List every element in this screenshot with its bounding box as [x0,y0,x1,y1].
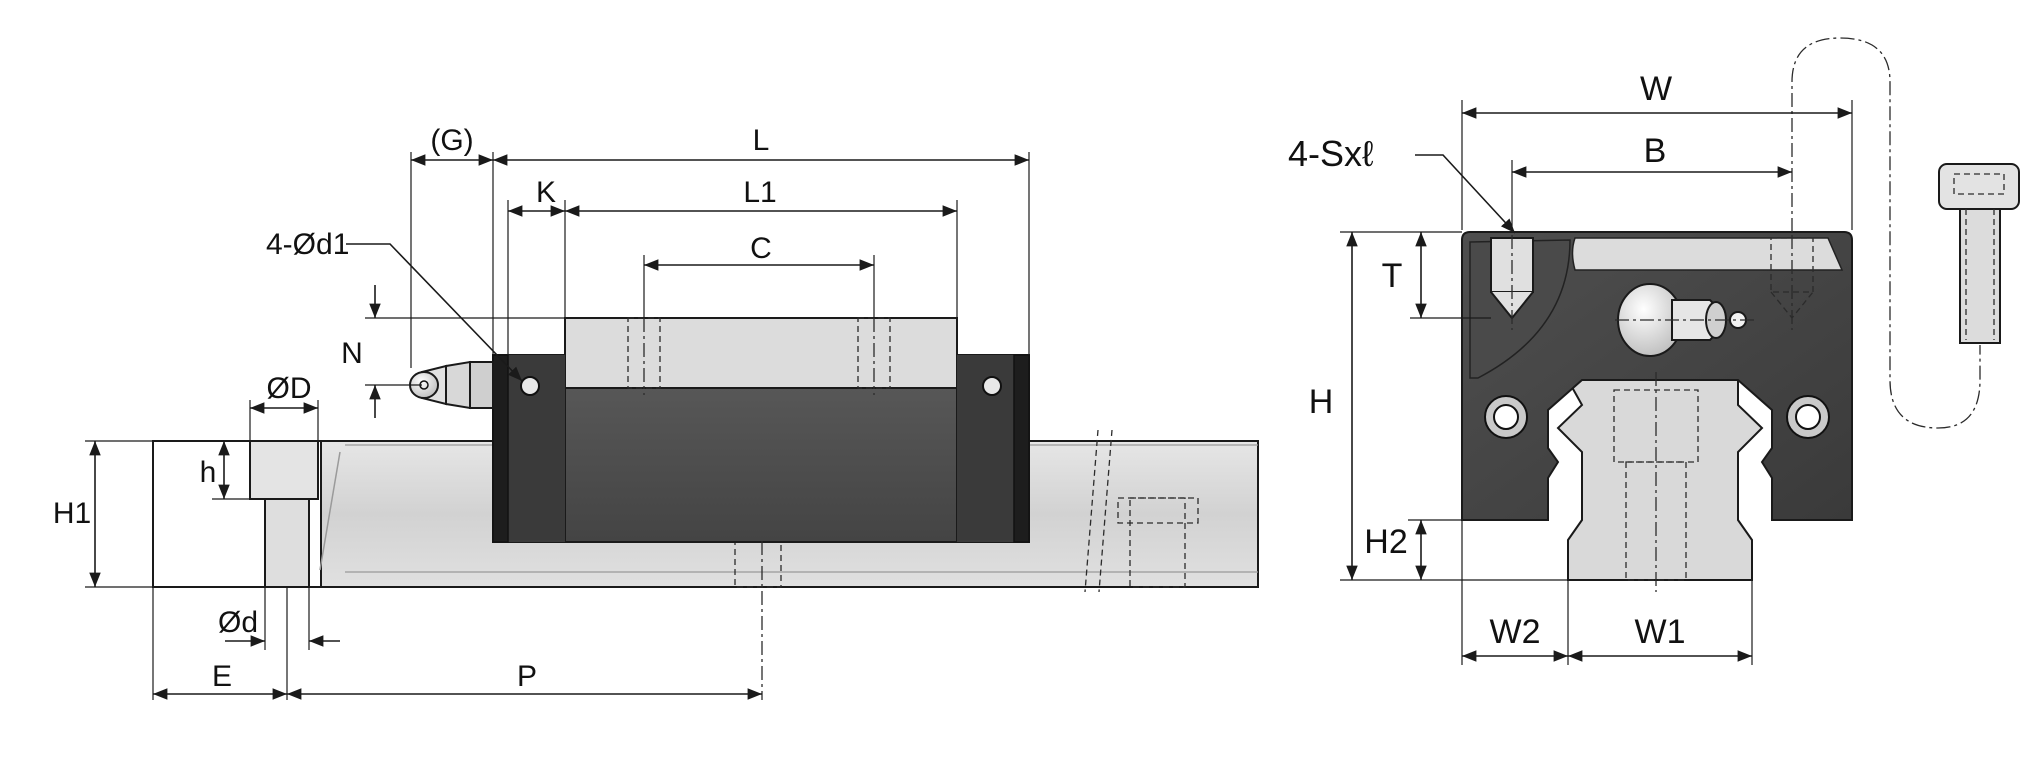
block-top [564,317,958,389]
label-b: B [1644,132,1667,170]
d1-hole-right [982,376,1002,396]
phantom-path [1791,37,1981,429]
rail-profile [1556,379,1764,581]
side-view [85,152,1259,700]
label-s: 4-Sxℓ [1288,133,1374,174]
label-d: Ød [218,606,258,639]
label-h2: H2 [1364,523,1407,561]
label-h1: H1 [53,497,91,530]
label-l: L [753,124,770,157]
dimension-labels: (G) L K L1 C 4-Ød1 N ØD h H1 Ød E P W B … [53,70,1686,693]
label-D: ØD [267,372,312,405]
label-n: N [341,337,363,370]
grease-nipple-end [1615,283,1755,357]
label-w1: W1 [1635,613,1686,651]
cap-screw [1938,163,2020,344]
grease-nipple [409,360,494,410]
label-w: W [1640,70,1672,108]
label-h: h [200,456,217,489]
label-p: P [517,660,537,693]
break-line-2 [1098,429,1113,593]
block-body [564,387,958,543]
label-l1: L1 [743,176,776,209]
label-e: E [212,660,232,693]
label-w2: W2 [1490,613,1541,651]
label-d1: 4-Ød1 [266,228,349,261]
label-c: C [750,232,772,265]
d1-hole-left [520,376,540,396]
counterbore-head [249,440,319,500]
label-k: K [536,176,556,209]
break-line-1 [1084,429,1099,593]
end-view [1340,37,2020,665]
label-H: H [1309,383,1334,421]
block-profile [1461,231,1853,521]
label-t: T [1382,257,1403,295]
label-g: (G) [430,124,473,157]
counterbore-shank [264,498,310,588]
